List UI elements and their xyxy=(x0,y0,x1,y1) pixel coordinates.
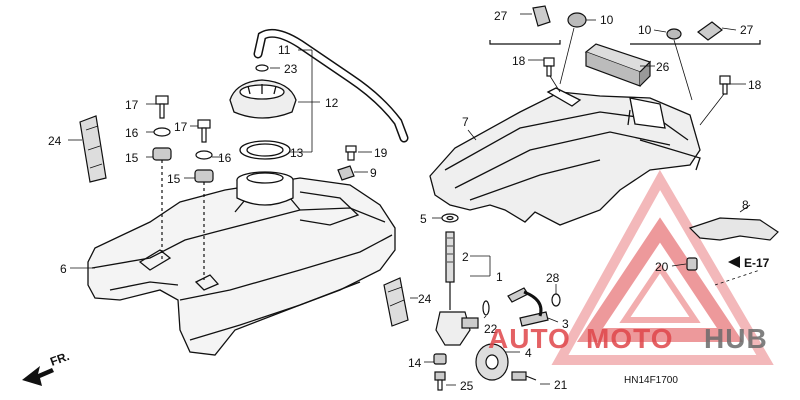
front-arrow: FR. xyxy=(22,349,71,386)
watermark-hub: HUB xyxy=(704,323,768,354)
callout-numbers: 27 10 10 27 11 23 12 13 17 16 15 17 16 1… xyxy=(48,9,762,393)
fuel-tube xyxy=(507,287,549,327)
callout-18a: 18 xyxy=(512,54,526,68)
callout-9: 9 xyxy=(370,166,377,180)
callout-27b: 27 xyxy=(740,23,754,37)
leader-lines xyxy=(549,27,725,126)
mount-bolt-left xyxy=(152,95,172,260)
callout-24a: 24 xyxy=(48,134,62,148)
filler-neck xyxy=(236,171,294,206)
callout-25: 25 xyxy=(460,379,474,393)
ref-label: E-17 xyxy=(744,256,770,270)
callout-13: 13 xyxy=(290,146,304,160)
callout-16b: 16 xyxy=(218,151,232,165)
callout-17b: 17 xyxy=(174,120,188,134)
callout-15b: 15 xyxy=(167,172,181,186)
callout-18b: 18 xyxy=(748,78,762,92)
setting-rubber-9 xyxy=(337,165,355,181)
callout-16a: 16 xyxy=(125,126,139,140)
callout-28: 28 xyxy=(546,271,560,285)
callout-3: 3 xyxy=(562,317,569,331)
callout-leaders xyxy=(68,13,761,386)
reference-arrow: E-17 xyxy=(728,256,770,270)
fuel-cap xyxy=(229,79,297,119)
cap-packing xyxy=(239,140,291,160)
watermark-auto: AUTO xyxy=(488,323,571,354)
screw-25 xyxy=(434,371,446,391)
heat-guard xyxy=(429,87,701,226)
callout-19: 19 xyxy=(374,146,388,160)
splash-guard xyxy=(688,217,779,241)
washer-14 xyxy=(433,353,447,365)
bolt-20 xyxy=(686,257,698,271)
diagram-code: HN14F1700 xyxy=(624,375,678,386)
callout-20: 20 xyxy=(655,260,669,274)
clip xyxy=(255,64,269,72)
callout-6: 6 xyxy=(60,262,67,276)
watermark-moto: MOTO xyxy=(586,323,673,354)
callout-8: 8 xyxy=(742,198,749,212)
callout-15a: 15 xyxy=(125,151,139,165)
callout-27a: 27 xyxy=(494,9,508,23)
front-label: FR. xyxy=(48,349,71,369)
callout-10a: 10 xyxy=(600,13,614,27)
o-ring-22 xyxy=(482,300,490,316)
callout-22: 22 xyxy=(484,322,498,336)
watermark-logo xyxy=(551,169,774,365)
bolt-18-left xyxy=(543,57,555,77)
callout-21: 21 xyxy=(554,378,568,392)
foam-26 xyxy=(584,43,652,87)
fuel-tank xyxy=(87,177,396,356)
callout-26: 26 xyxy=(656,60,670,74)
callout-2: 2 xyxy=(462,250,469,264)
valve-lever-4 xyxy=(475,343,509,381)
callout-5: 5 xyxy=(420,212,427,226)
washer-5 xyxy=(441,213,459,223)
callout-12: 12 xyxy=(325,96,339,110)
callout-11: 11 xyxy=(278,43,291,57)
callout-17a: 17 xyxy=(125,98,139,112)
callout-23: 23 xyxy=(284,62,298,76)
inset-box-right xyxy=(630,21,761,45)
watermark-text: AUTO MOTO HUB xyxy=(488,323,768,354)
rubber-strap-upper xyxy=(79,115,107,183)
damper-19 xyxy=(345,145,357,161)
rubber-strap-lower xyxy=(383,277,409,327)
bolt-18-right xyxy=(719,75,731,95)
tube-clip-28 xyxy=(551,293,561,307)
callout-24b: 24 xyxy=(418,292,432,306)
callout-7: 7 xyxy=(462,115,469,129)
fuel-valve xyxy=(435,231,479,346)
callout-10b: 10 xyxy=(638,23,652,37)
mount-bolt-right xyxy=(194,119,214,280)
screw-21 xyxy=(511,371,537,381)
callout-14: 14 xyxy=(408,356,422,370)
callout-4: 4 xyxy=(525,346,532,360)
callout-1: 1 xyxy=(496,270,503,284)
